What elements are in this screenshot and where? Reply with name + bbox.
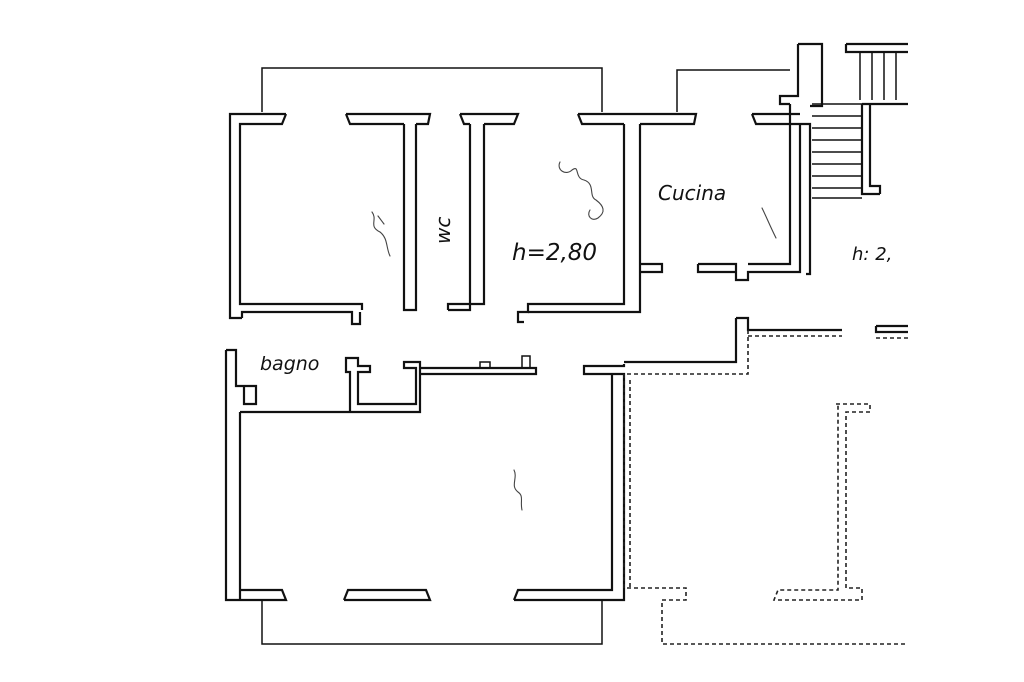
- kitchen-walls: [696, 104, 812, 282]
- height-label-main: h=2,80: [512, 240, 597, 266]
- stairwell: [778, 42, 908, 199]
- left-exterior-wall: [228, 112, 364, 326]
- central-room-walls: [516, 124, 664, 324]
- bathroom-walls: [224, 348, 538, 602]
- height-label-right: h: 2,: [852, 244, 892, 265]
- dashed-walls: [623, 330, 908, 645]
- wc-walls: [402, 124, 486, 312]
- handwritten-marks: [371, 161, 777, 511]
- kitchen-label: Cucina: [658, 181, 726, 205]
- right-wall-section: [624, 316, 908, 364]
- top-window-jambs: [344, 112, 800, 126]
- top-balcony: [261, 67, 790, 112]
- wc-label: wc: [431, 217, 455, 244]
- stair-steps: [812, 52, 897, 199]
- living-room-walls: [240, 364, 626, 645]
- bath-label: bagno: [260, 353, 319, 375]
